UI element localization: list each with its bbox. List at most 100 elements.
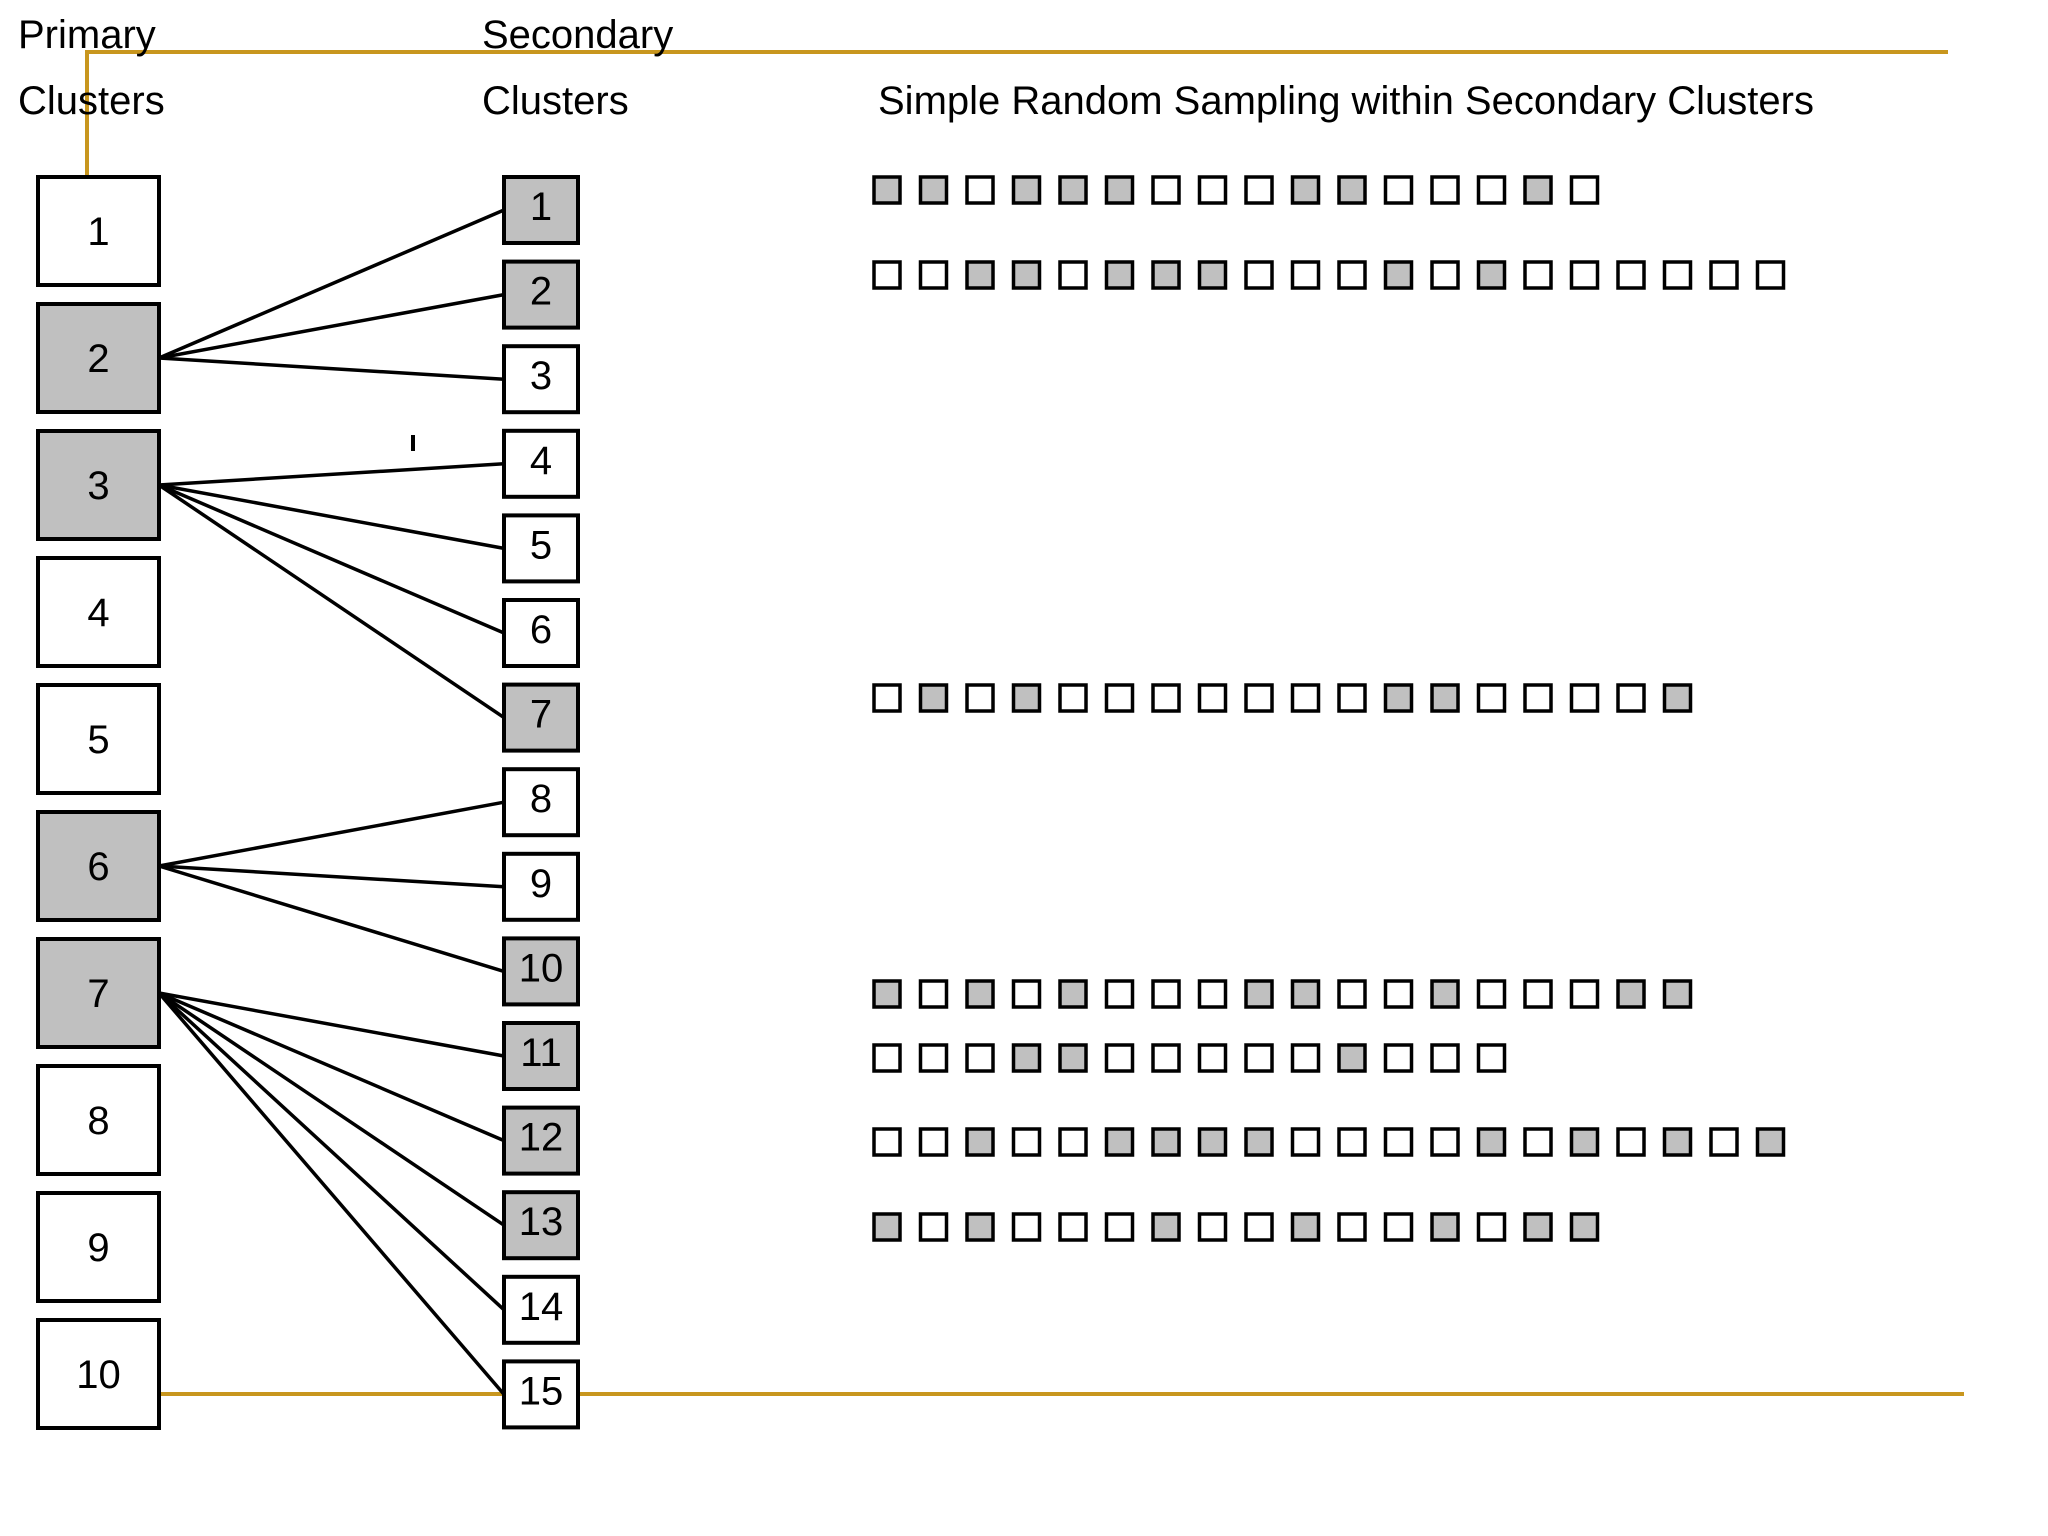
sampled-unit	[1430, 979, 1460, 1009]
unsampled-unit	[1104, 683, 1135, 713]
sampled-unit	[1104, 1127, 1135, 1157]
unsampled-unit	[1383, 1212, 1414, 1242]
unsampled-unit	[1104, 1212, 1135, 1242]
unsampled-unit	[1058, 1127, 1088, 1157]
sampled-unit	[1011, 683, 1042, 713]
sampled-unit	[872, 175, 902, 205]
connection-line-3-4	[158, 462, 505, 487]
sampled-unit	[1011, 260, 1042, 290]
secondary-cluster-label: 8	[530, 777, 552, 821]
secondary-cluster-label: 10	[519, 946, 564, 990]
sampled-unit	[1151, 1212, 1181, 1242]
secondary-cluster-box	[502, 851, 580, 922]
secondary-cluster-box	[502, 428, 580, 499]
unsampled-unit	[1616, 260, 1646, 290]
unsampled-unit	[1011, 979, 1042, 1009]
secondary-cluster-2: 2	[502, 259, 580, 330]
primary-cluster-box	[36, 302, 161, 414]
sampled-unit	[1662, 979, 1693, 1009]
primary-cluster-10: 10	[36, 1318, 161, 1430]
connection-line-3-6	[158, 483, 505, 635]
sampled-unit	[1244, 979, 1274, 1009]
unsampled-unit	[1755, 260, 1786, 290]
connection-line-2-2	[158, 292, 505, 360]
unsampled-unit	[1383, 979, 1414, 1009]
unsampled-unit	[918, 979, 949, 1009]
secondary-cluster-box	[502, 344, 580, 415]
sample-row-13	[872, 1212, 1600, 1242]
secondary-header-line1: Secondary	[482, 13, 673, 57]
primary-cluster-box	[36, 683, 161, 795]
unsampled-unit	[1337, 260, 1367, 290]
secondary-cluster-label: 13	[519, 1200, 564, 1244]
unsampled-unit	[1104, 979, 1135, 1009]
connection-line-7-11	[158, 991, 505, 1058]
primary-cluster-4: 4	[36, 556, 161, 668]
connection-line-7-12	[158, 991, 505, 1143]
unsampled-unit	[1337, 1212, 1367, 1242]
unsampled-unit	[918, 1127, 949, 1157]
unsampled-unit	[1244, 1212, 1274, 1242]
unsampled-unit	[1476, 1212, 1507, 1242]
primary-cluster-7: 7	[36, 937, 161, 1049]
sampled-unit	[1755, 1127, 1786, 1157]
connection-line-7-13	[158, 991, 505, 1227]
sampled-unit	[1569, 1212, 1600, 1242]
sampled-unit	[965, 1127, 995, 1157]
connection-line-6-10	[158, 864, 505, 974]
secondary-cluster-box	[502, 259, 580, 330]
sampled-unit	[965, 979, 995, 1009]
primary-cluster-box	[36, 1318, 161, 1430]
unsampled-unit	[1337, 1127, 1367, 1157]
primary-cluster-box	[36, 175, 161, 287]
connection-line-7-15	[157, 991, 506, 1396]
connection-lines	[157, 208, 506, 1396]
secondary-cluster-box	[502, 682, 580, 753]
sampled-unit	[965, 1212, 995, 1242]
primary-header-line1: Primary	[18, 13, 156, 57]
connection-line-6-9	[158, 864, 505, 889]
sampled-unit	[1104, 175, 1135, 205]
unsampled-unit	[918, 260, 949, 290]
primary-cluster-6: 6	[36, 810, 161, 922]
unsampled-unit	[1058, 683, 1088, 713]
sampled-unit	[918, 175, 949, 205]
sampled-unit	[1058, 1043, 1088, 1073]
secondary-cluster-label: 6	[530, 608, 552, 652]
sampled-unit	[1011, 175, 1042, 205]
primary-cluster-label: 3	[87, 464, 109, 508]
sampled-unit	[1290, 979, 1321, 1009]
secondary-cluster-label: 11	[520, 1031, 562, 1075]
unsampled-unit	[1430, 175, 1460, 205]
secondary-cluster-10: 10	[502, 936, 580, 1007]
sampled-unit	[1337, 1043, 1367, 1073]
unsampled-unit	[1290, 683, 1321, 713]
secondary-cluster-9: 9	[502, 851, 580, 922]
unsampled-unit	[1290, 260, 1321, 290]
unsampled-unit	[1476, 683, 1507, 713]
unsampled-unit	[872, 1127, 902, 1157]
secondary-cluster-label: 3	[530, 354, 552, 398]
secondary-cluster-box	[502, 175, 580, 245]
unsampled-unit	[1197, 979, 1228, 1009]
headers: Primary Clusters Secondary Clusters Simp…	[18, 13, 1814, 123]
sampled-unit	[1337, 175, 1367, 205]
sampled-unit	[965, 260, 995, 290]
sampled-unit	[1662, 683, 1693, 713]
sampled-unit	[1616, 979, 1646, 1009]
connection-line-2-1	[158, 208, 505, 360]
sampled-unit	[1290, 175, 1321, 205]
sample-rows	[872, 175, 1786, 1242]
connection-line-7-14	[157, 991, 506, 1312]
sampled-unit	[1430, 1212, 1460, 1242]
secondary-cluster-box	[502, 936, 580, 1007]
secondary-cluster-label: 5	[530, 523, 552, 567]
primary-cluster-9: 9	[36, 1191, 161, 1303]
primary-cluster-label: 8	[87, 1099, 109, 1143]
unsampled-unit	[1290, 1043, 1321, 1073]
secondary-cluster-label: 14	[519, 1285, 564, 1329]
secondary-cluster-box	[502, 1021, 580, 1091]
accent-top-line	[85, 50, 1948, 176]
unsampled-unit	[1569, 260, 1600, 290]
unsampled-unit	[1058, 1212, 1088, 1242]
